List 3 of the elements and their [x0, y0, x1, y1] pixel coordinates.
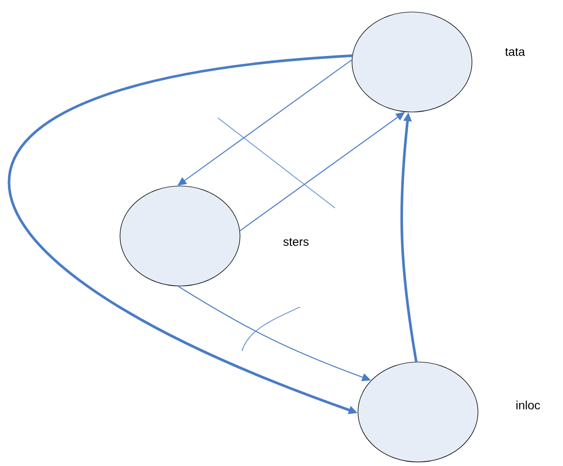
- node-label: sters: [283, 238, 309, 246]
- node-label: inloc: [516, 400, 540, 410]
- node-label: tata: [505, 48, 525, 56]
